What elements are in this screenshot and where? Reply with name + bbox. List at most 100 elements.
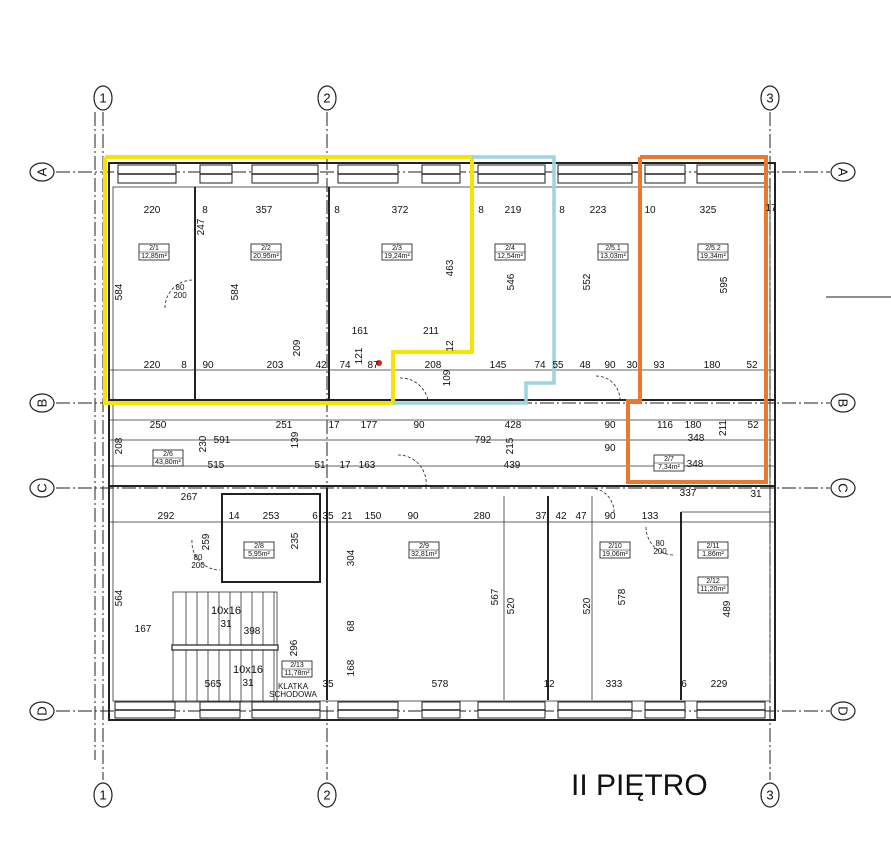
room-label: 2/412,54m²	[494, 243, 526, 261]
dimension-label: 325	[700, 205, 717, 216]
marker-dot	[376, 360, 382, 366]
axis-bubble-a-right: A	[830, 162, 856, 182]
room-label: 2/220,95m²	[250, 243, 282, 261]
dimension-label: 55	[552, 360, 564, 371]
dimension-label: 21	[341, 511, 353, 522]
room-id: 2/2	[261, 245, 271, 252]
dimension-label: 161	[352, 326, 369, 337]
dimension-label: 229	[711, 679, 728, 690]
dimension-label: 578	[432, 679, 449, 690]
door-2-10	[645, 526, 675, 556]
room-labels: 2/112,85m²2/220,95m²2/319,24m²2/412,54m²…	[138, 243, 729, 678]
staircase: 10x16 31 10x16 31 KLATKA SCHODOWA	[171, 591, 318, 703]
svg-text:1: 1	[99, 91, 106, 106]
room-id: 2/8	[254, 543, 264, 550]
axis-bubble-d-right: D	[830, 701, 856, 721]
dimension-label: 31	[750, 489, 762, 500]
svg-text:1: 1	[99, 788, 106, 803]
windows	[114, 164, 766, 719]
dimension-label: 167	[135, 624, 152, 635]
dimension-label: 251	[276, 420, 293, 431]
axis-bubble-1-bottom: 1	[93, 782, 113, 808]
door-2-5	[595, 375, 621, 401]
dimension-label: 565	[205, 679, 222, 690]
door-2-10b	[589, 487, 615, 513]
room-id: 2/12	[706, 578, 720, 585]
dimension-label: 203	[267, 360, 284, 371]
dimension-label: 552	[582, 273, 593, 290]
dimension-label: 30	[626, 360, 638, 371]
dimension-label: 8	[334, 205, 340, 216]
dimension-label: 357	[256, 205, 273, 216]
svg-text:A: A	[836, 168, 851, 177]
dimension-label: 121	[354, 347, 365, 364]
dimension-label: 564	[114, 589, 125, 606]
dimension-label: 292	[158, 511, 175, 522]
dimension-label: 372	[392, 205, 409, 216]
dimension-label: 584	[230, 283, 241, 300]
dimension-label: 250	[150, 420, 167, 431]
dimension-label: 17	[765, 203, 777, 214]
walls	[108, 162, 776, 721]
dimension-label: 163	[359, 460, 376, 471]
dimension-label: 90	[202, 360, 214, 371]
door-height-label: 200	[191, 561, 205, 570]
dimension-label: 208	[425, 360, 442, 371]
room-label: 2/643,80m²	[152, 449, 184, 467]
dimension-label: 792	[475, 435, 492, 446]
dimension-label: 595	[719, 276, 730, 293]
room-label: 2/77,34m²	[653, 454, 685, 472]
dimension-label: 253	[263, 511, 280, 522]
dimension-label: 8	[181, 360, 187, 371]
axis-bubble-a-left: A	[29, 162, 55, 182]
dimension-label: 93	[653, 360, 665, 371]
dimension-label: 90	[413, 420, 425, 431]
dimension-label: 567	[490, 588, 501, 605]
dimension-label: 68	[346, 620, 357, 632]
dimension-label: 304	[346, 549, 357, 566]
room-label: 2/932,81m²	[408, 541, 440, 559]
door-2-9	[397, 454, 427, 487]
dimension-label: 211	[718, 420, 729, 436]
axis-bubble-d-left: D	[29, 701, 55, 721]
svg-text:A: A	[35, 167, 50, 176]
dimension-label: 348	[687, 459, 704, 470]
dimension-label: 520	[506, 597, 517, 614]
room-area: 11,78m²	[284, 670, 310, 677]
dimension-label: 42	[555, 511, 567, 522]
svg-text:C: C	[35, 483, 50, 492]
room-id: 2/7	[664, 456, 674, 463]
stair-spec-bottom: 10x16	[233, 664, 263, 676]
dimension-label: 177	[361, 420, 378, 431]
stair-spec-top: 10x16	[211, 605, 241, 617]
room-id: 2/1	[149, 245, 159, 252]
dimension-label: 6	[312, 511, 318, 522]
dimension-label: 215	[505, 437, 516, 454]
dimension-label: 109	[442, 369, 453, 386]
stair-count-top: 31	[220, 619, 232, 630]
stair-count-bottom: 31	[242, 678, 254, 689]
room-label: 2/85,95m²	[243, 541, 275, 559]
svg-text:C: C	[836, 483, 851, 492]
highlight-blue-unit	[393, 155, 556, 405]
room-area: 43,80m²	[155, 459, 181, 466]
axis-bubble-b-left: B	[29, 393, 55, 413]
axis-bubble-3-top: 3	[760, 85, 780, 111]
room-area: 20,95m²	[253, 253, 279, 260]
dimension-label: 337	[680, 488, 697, 499]
dimension-label: 220	[144, 205, 161, 216]
dimension-label: 74	[339, 360, 351, 371]
room-id: 2/9	[419, 543, 429, 550]
dimension-label: 428	[505, 420, 522, 431]
dimension-label: 12	[445, 340, 456, 352]
room-area: 19,24m²	[384, 253, 410, 260]
dimension-label: 247	[196, 218, 207, 235]
svg-text:3: 3	[766, 91, 773, 106]
dimension-label: 48	[579, 360, 591, 371]
axis-bubble-2-bottom: 2	[317, 782, 337, 808]
dimension-label: 35	[322, 511, 334, 522]
room-area: 7,34m²	[658, 464, 680, 471]
